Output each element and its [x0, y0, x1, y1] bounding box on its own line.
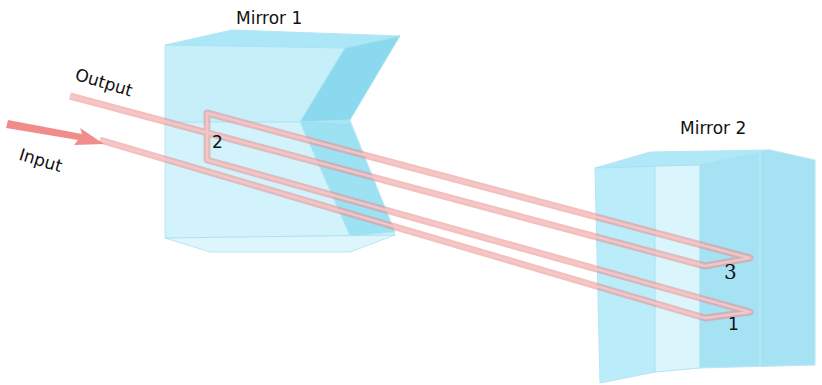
input-arrow: [6, 120, 104, 145]
beam-label: Output: [73, 66, 134, 100]
laser-beam: [70, 96, 750, 318]
callout-number: 2: [212, 134, 223, 151]
callout-number: 1: [728, 316, 739, 333]
part-name: Mirror 2: [680, 120, 746, 137]
callout-number: 3: [724, 262, 737, 282]
part-name: Mirror 1: [236, 10, 302, 27]
beam-label: Input: [17, 146, 64, 175]
